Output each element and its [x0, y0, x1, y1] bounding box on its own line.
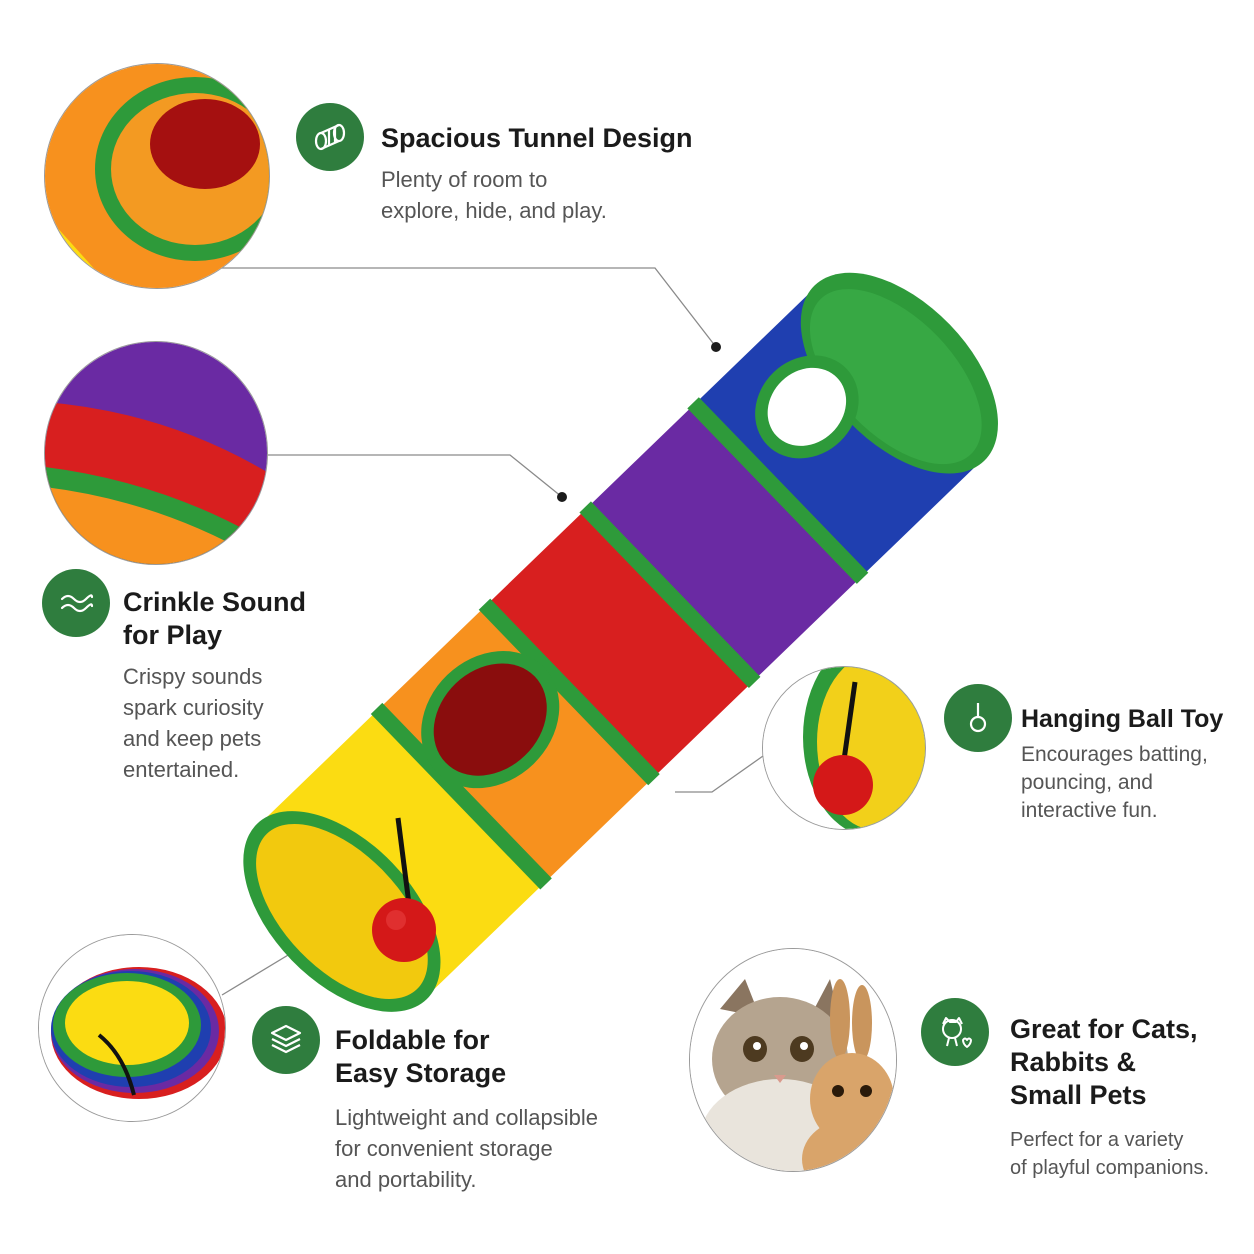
wave-icon [42, 569, 110, 637]
pets-icon [921, 998, 989, 1066]
connector-dot-tunnel [711, 342, 721, 352]
tunnel-icon [296, 103, 364, 171]
zoom-crinkle-fabric [44, 341, 268, 565]
feature-title-pets: Great for Cats, Rabbits & Small Pets [1010, 1014, 1198, 1110]
connector-ball [675, 755, 764, 793]
feature-title-tunnel: Spacious Tunnel Design [381, 123, 693, 153]
zoom-tunnel-opening [44, 63, 270, 289]
layers-icon [252, 1006, 320, 1074]
feature-title-crinkle: Crinkle Sound for Play [123, 587, 307, 650]
feature-desc-tunnel: Plenty of room to explore, hide, and pla… [381, 167, 607, 223]
zoom-hanging-ball [762, 666, 926, 830]
ball-toy-icon [944, 684, 1012, 752]
feature-title-fold: Foldable for Easy Storage [335, 1025, 507, 1088]
connector-dot-crinkle [557, 492, 567, 502]
connector-crinkle [262, 454, 563, 498]
feature-desc-ball: Encourages batting, pouncing, and intera… [1021, 743, 1208, 822]
feature-desc-crinkle: Crispy sounds spark curiosity and keep p… [123, 664, 264, 782]
hanging-ball [372, 898, 436, 962]
feature-desc-fold: Lightweight and collapsible for convenie… [335, 1105, 598, 1192]
connector-tunnel [215, 267, 717, 348]
zoom-cat-and-rabbit [689, 948, 897, 1172]
feature-title-ball: Hanging Ball Toy [1021, 705, 1224, 733]
zoom-folded-tunnel [38, 934, 226, 1122]
feature-desc-pets: Perfect for a variety of playful compani… [1010, 1129, 1210, 1179]
